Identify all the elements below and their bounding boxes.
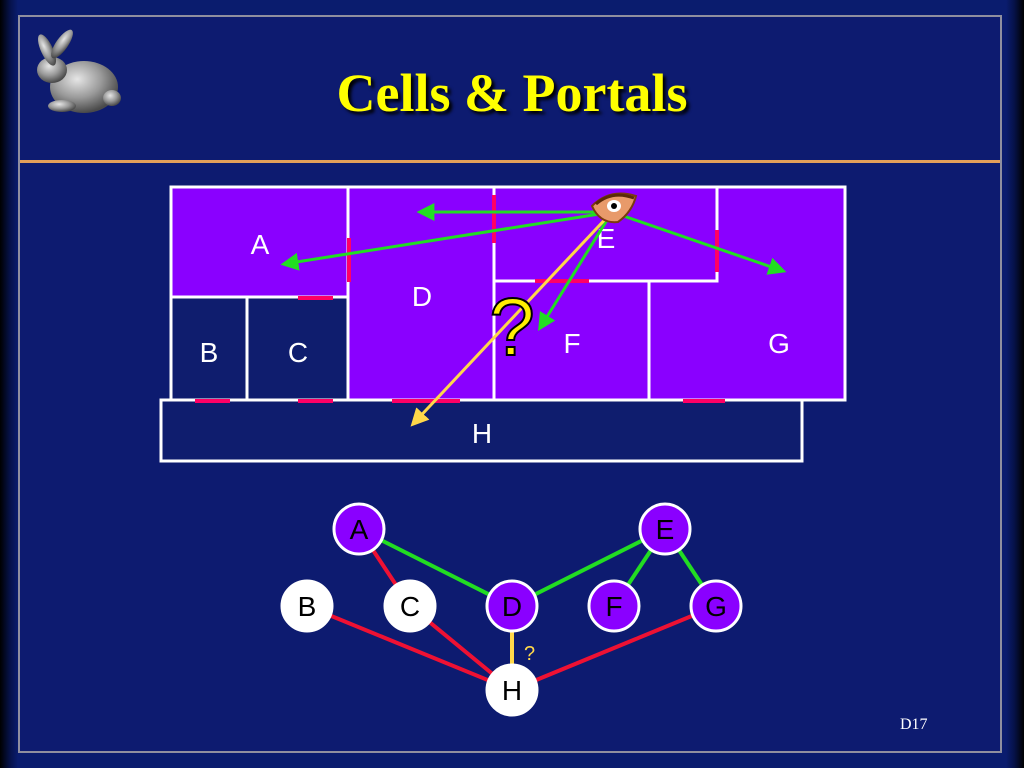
cell-f [492,279,651,402]
title-divider [20,160,1000,163]
sight-line-to-h [410,210,614,427]
sight-line-to-f [538,211,614,332]
unknown-edge-label: ? [524,643,535,665]
edge-b-h [306,604,513,692]
cell-label-c: C [288,337,308,368]
node-label-g: G [705,591,727,622]
cell-h [159,398,804,463]
cell-label-a: A [251,229,270,260]
node-label-e: E [656,514,675,545]
node-label-h: H [502,675,522,706]
eye-icon [590,192,638,224]
sight-line-to-g [611,210,787,275]
graph-node-d: D [485,579,539,633]
sight-line-to-a [280,210,613,271]
cell-label-g: G [768,328,790,359]
node-label-d: D [502,591,522,622]
edge-e-d [511,527,666,608]
cell-label-d: D [412,281,432,312]
cell-c [245,295,350,402]
portals [195,195,725,403]
cell-label-f: F [563,328,580,359]
sight-lines [280,203,787,427]
graph-node-a: A [332,502,386,556]
graph-node-h: H [485,663,539,717]
graph-node-f: F [587,579,641,633]
question-mark: ? [489,282,535,373]
graph-node-c: C [383,579,437,633]
graph-node-e: E [638,502,692,556]
edge-g-h [511,604,717,692]
node-label-f: F [605,591,622,622]
node-label-b: B [298,591,317,622]
graph-node-g: G [689,579,743,633]
slide-number: D17 [900,716,928,733]
cell-a [169,185,350,299]
edge-a-d [358,527,513,608]
node-label-c: C [400,591,420,622]
cell-label-h: H [472,418,492,449]
node-label-a: A [350,514,369,545]
slide-title: Cells & Portals [336,63,688,123]
cell-label-b: B [200,337,219,368]
graph-node-b: B [280,579,334,633]
